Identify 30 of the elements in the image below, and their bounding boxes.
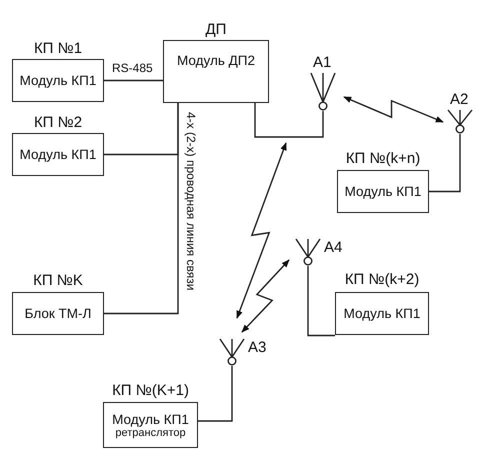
module-name: Модуль КП1 — [112, 412, 189, 426]
edge-label: RS-485 — [112, 60, 153, 74]
antenna-label: A4 — [324, 240, 342, 256]
station-label: КП №2 — [34, 113, 82, 133]
connection-line — [307, 266, 335, 336]
module-name: Модуль ДП2 — [177, 53, 255, 68]
connection-line — [429, 134, 461, 192]
station-label: КП №(k+n) — [346, 149, 420, 169]
connection-line — [104, 103, 179, 314]
module-name: Модуль КП1 — [344, 306, 420, 321]
module-name: Модуль КП1 — [20, 73, 96, 88]
edge-label: 4-х (2-х) проводная линия связи — [184, 112, 198, 290]
module-role: ретранслятор — [115, 426, 186, 438]
station-label: ДП — [206, 20, 226, 40]
station-label: КП №(K+1) — [112, 381, 189, 401]
station-label: КП №1 — [34, 39, 82, 59]
radio-link-arrow — [241, 259, 290, 333]
radio-link-arrow — [236, 142, 287, 319]
station-label: КП №K — [33, 271, 83, 291]
antenna-label: A2 — [450, 92, 468, 108]
antenna-label: A3 — [248, 340, 266, 356]
connection-line — [198, 366, 233, 422]
radio-link-arrow — [343, 96, 444, 123]
module-name: Блок ТМ-Л — [24, 306, 92, 321]
antenna-label: A1 — [313, 55, 332, 71]
connection-line — [104, 80, 163, 82]
connection-line — [254, 103, 324, 138]
module-name: Модуль КП1 — [344, 184, 422, 199]
module-name: Модуль КП1 — [20, 147, 96, 162]
station-label: КП №(k+2) — [344, 270, 420, 290]
